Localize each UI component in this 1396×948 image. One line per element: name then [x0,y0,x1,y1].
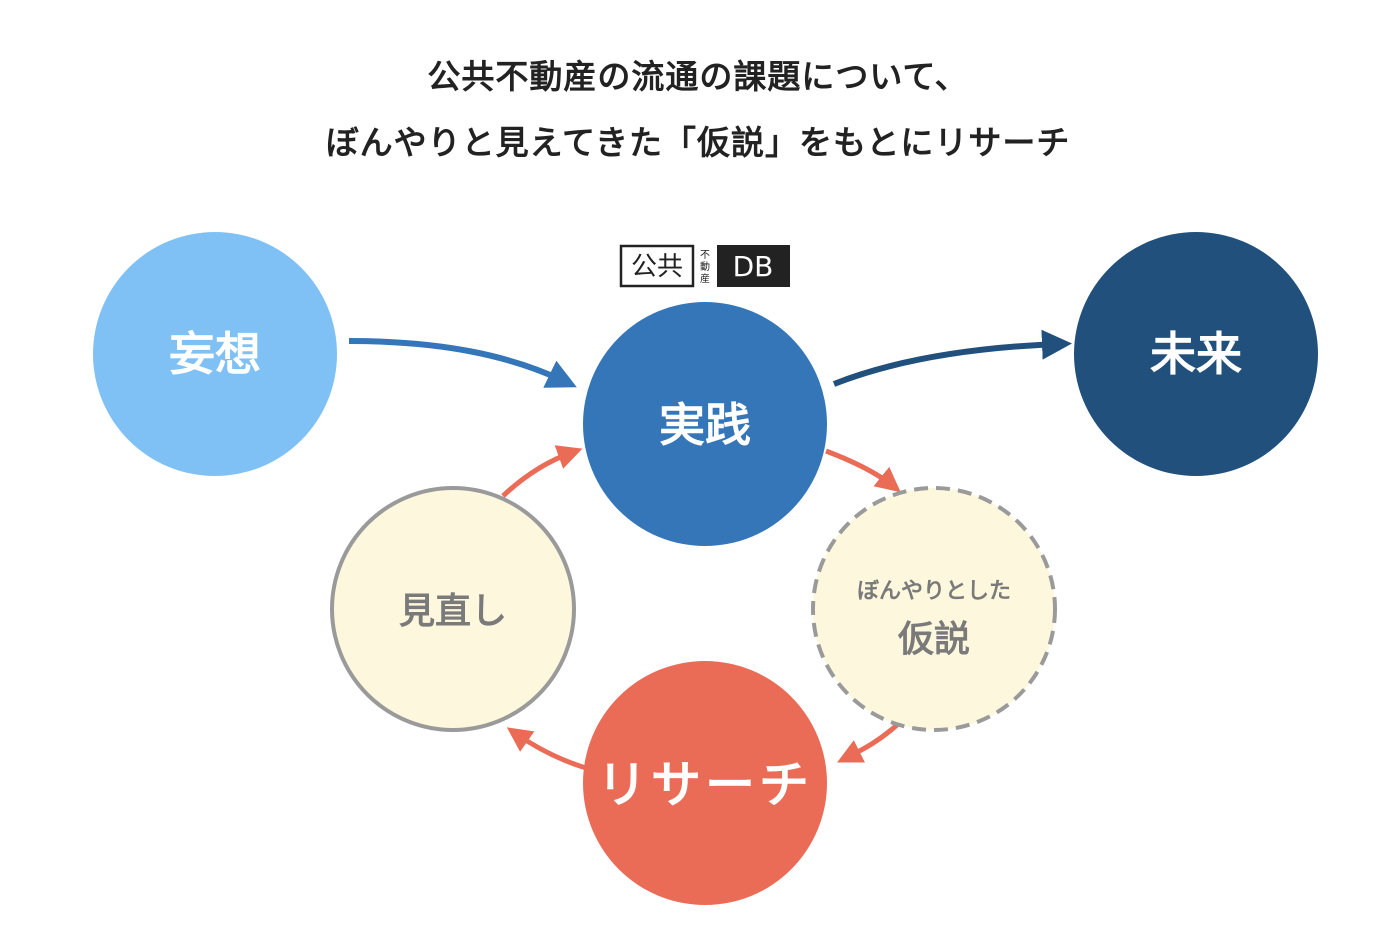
node-mirai-circle [1074,232,1318,476]
node-jissen: 実践 [583,302,827,546]
node-kasetsu-label-large: 仮説 [897,619,970,660]
arrow-mousou-to-jissen [348,338,577,388]
arrow-research-to-minaoshi [506,727,587,771]
logo-right-box [717,245,790,287]
node-research: リサーチ [583,661,827,905]
node-minaoshi-circle [330,486,576,732]
node-mousou: 妄想 [93,232,337,476]
node-minaoshi-label: 見直し [399,591,507,632]
kokyo-fudosan-db-logo: 公共 不 動 産 DB [619,244,790,288]
title-line-1: 公共不動産の流通の課題について、 [427,57,969,96]
logo-small-text-3: 産 [700,272,710,285]
node-mirai-label: 未来 [1150,327,1242,381]
node-jissen-circle [583,302,827,546]
node-research-label: リサーチ [597,756,813,814]
node-research-circle [583,661,827,905]
logo-small-text-2: 動 [700,260,710,273]
arrow-kasetsu-to-research [837,723,899,763]
node-jissen-label: 実践 [659,398,751,452]
node-kasetsu-label-small: ぼんやりとした [857,579,1011,604]
title-line-2: ぼんやりと見えてきた「仮説」をもとにリサーチ [325,123,1071,162]
node-mirai: 未来 [1074,232,1318,476]
node-kasetsu-circle [811,486,1057,732]
arrow-jissen-to-mirai [832,329,1072,387]
logo-left-text: 公共 [631,252,683,282]
logo-left-box [619,244,695,288]
node-kasetsu: ぼんやりとした 仮説 [811,486,1057,732]
logo-small-text-1: 不 [700,250,710,261]
arrow-minaoshi-to-jissen [501,445,583,498]
node-minaoshi: 見直し [330,486,576,732]
logo-right-text: DB [733,250,774,283]
node-mousou-circle [93,232,337,476]
node-mousou-label: 妄想 [169,327,261,381]
arrow-jissen-to-kasetsu [825,448,901,493]
